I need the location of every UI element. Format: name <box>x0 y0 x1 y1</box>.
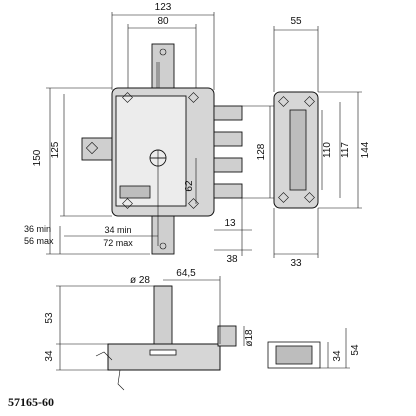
top-view <box>56 276 350 391</box>
product-code: 57165-60 <box>8 395 54 409</box>
dim-faceplate-h1: 110 <box>322 142 333 158</box>
bolt-rivet <box>159 242 167 250</box>
horizontal-bolt <box>213 131 243 147</box>
spring-wire <box>117 369 125 391</box>
dim-side-h1: 34 <box>332 350 343 362</box>
horizontal-bolt <box>213 183 243 199</box>
bottom-vertical-bolt <box>151 211 175 255</box>
dim-key-offset: 62 <box>184 180 195 192</box>
screw <box>122 92 133 103</box>
screw <box>278 96 289 107</box>
dim-bolt-depth: 13 <box>224 218 236 229</box>
faceplate-view <box>273 26 362 258</box>
lever-wire <box>95 351 113 361</box>
screw <box>304 192 315 203</box>
left-keeper <box>81 137 115 161</box>
dim-faceplate-h3: 144 <box>360 141 371 158</box>
dim-height-bolts: 128 <box>256 143 267 160</box>
dim-plate-thickness: 33 <box>290 258 302 269</box>
horizontal-bolt <box>213 105 243 121</box>
dim-faceplate-width: 55 <box>290 16 302 27</box>
faceplate-slot <box>289 109 307 191</box>
front-dimensions <box>46 12 274 256</box>
dim-width-total: 123 <box>155 2 172 13</box>
dim-bolt-diameter: ø18 <box>244 329 255 347</box>
dim-backset-max: 72 max <box>103 238 133 248</box>
dim-side-h2: 54 <box>350 344 361 356</box>
horizontal-bolt <box>213 157 243 173</box>
dim-base-height: 34 <box>44 350 55 362</box>
faceplate-side-inner <box>275 345 313 365</box>
dim-backset-min: 34 min <box>104 225 131 235</box>
top-view-body <box>107 343 221 371</box>
dim-cylinder-diameter: ø 28 <box>130 275 150 286</box>
dim-bolt-throw-max: 56 max <box>24 236 54 246</box>
screw <box>188 92 199 103</box>
front-view <box>81 43 243 255</box>
bolt-shadow <box>156 62 160 88</box>
dim-bolt-throw-min: 36 min <box>24 224 51 234</box>
dim-top-height: 53 <box>44 312 55 324</box>
dim-width-inner: 80 <box>157 16 169 27</box>
cylinder-tube <box>153 285 173 345</box>
key-slot <box>149 349 177 356</box>
dim-height-total: 150 <box>32 149 43 166</box>
keeper-screw <box>85 141 99 155</box>
dim-cylinder-offset: 64,5 <box>176 268 196 279</box>
screw <box>304 96 315 107</box>
top-vertical-bolt <box>151 43 175 89</box>
dim-bolt-length: 38 <box>226 254 238 265</box>
screw <box>278 192 289 203</box>
bolt-tube <box>217 325 237 347</box>
screw <box>122 198 133 209</box>
dim-height-case: 125 <box>50 141 61 158</box>
dim-faceplate-h2: 117 <box>340 142 351 158</box>
bolt-rivet <box>159 48 167 56</box>
latch-window <box>119 185 151 199</box>
